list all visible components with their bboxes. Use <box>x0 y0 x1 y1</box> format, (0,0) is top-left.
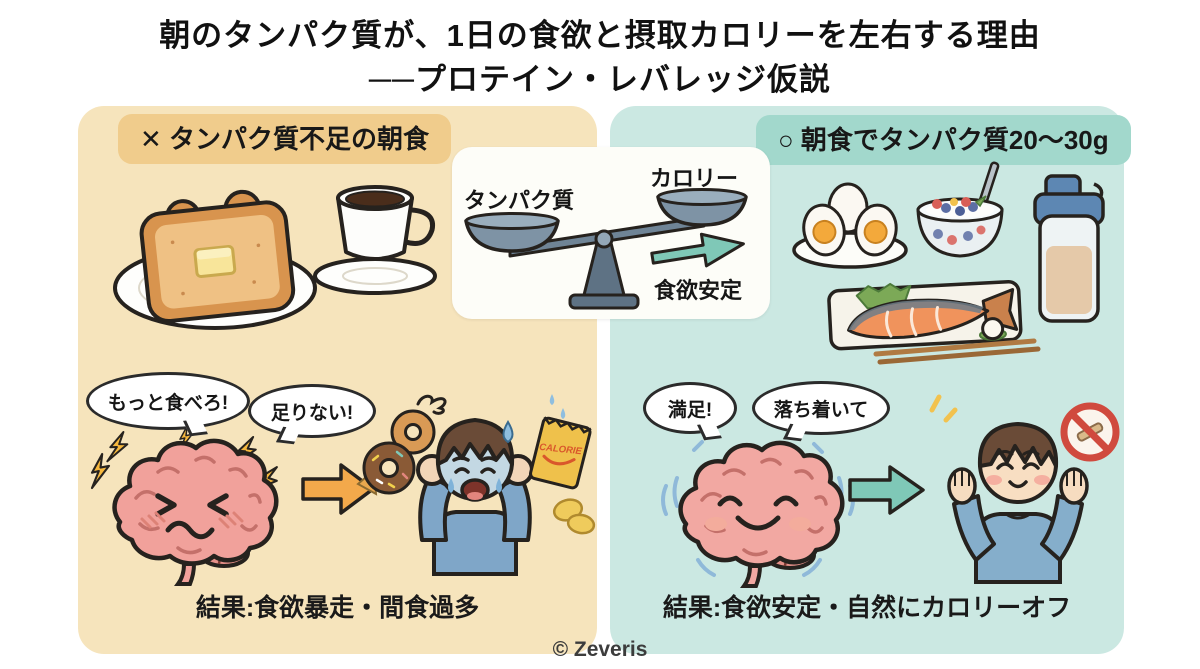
snack-bag-icon: CALORIE <box>529 416 592 490</box>
speech-bubble-not-enough: 足りない! <box>248 384 376 438</box>
coffee-cup-icon <box>313 185 437 295</box>
happy-boy <box>947 422 1089 584</box>
chocolate-donut-icon <box>362 441 416 495</box>
speech-bubble-text: もっと食べろ! <box>107 392 229 414</box>
open-hand <box>947 467 977 505</box>
happy-boy-illustration <box>929 394 1120 584</box>
protein-breakfast-illustration <box>792 161 1105 365</box>
right-scale-pan <box>656 188 748 227</box>
crying-boy <box>416 394 566 576</box>
balance-scale-icon <box>464 188 748 310</box>
right-result-text: 結果:食欲安定・自然にカロリーオフ <box>662 594 1072 622</box>
blush <box>789 517 811 531</box>
snack-bag-label: CALORIE <box>539 442 583 457</box>
right-panel-header: ○ 朝食でタンパク質20〜30g <box>756 115 1131 165</box>
left-scale-pan <box>464 212 560 253</box>
no-snacking-sign-icon <box>1060 402 1120 462</box>
speech-bubble-text: 満足! <box>667 399 713 421</box>
speech-bubble-text: 足りない! <box>270 402 354 424</box>
speech-bubble-text: 落ち着いて <box>773 399 869 421</box>
toast-and-coffee-illustration <box>113 185 437 330</box>
sparkle-icon <box>929 394 958 423</box>
speech-bubble-eat-more: もっと食べろ! <box>86 372 250 430</box>
happy-brain-icon <box>661 440 855 588</box>
title-line2: ──プロテイン・レバレッジ仮説 <box>369 62 831 97</box>
donut-icon <box>390 409 436 455</box>
blush <box>986 475 1002 485</box>
copyright-text: © Zeveris <box>552 638 648 661</box>
speech-bubble-calm: 落ち着いて <box>752 381 890 435</box>
grilled-salmon-plate-icon <box>827 279 1023 351</box>
blush <box>1034 475 1050 485</box>
negative-arrow-icon <box>301 463 375 515</box>
left-panel-header: ✕ タンパク質不足の朝食 <box>118 114 452 164</box>
scale-arrow-label: 食欲安定 <box>654 278 743 303</box>
happy-eyes <box>717 495 799 507</box>
x-eyes <box>155 493 229 517</box>
title-line1: 朝のタンパク質が、1日の食欲と摂取カロリーを左右する理由 <box>159 18 1041 53</box>
toast-icon <box>139 189 296 324</box>
scale-left-label: タンパク質 <box>464 188 575 213</box>
happy-eyes <box>996 462 1040 470</box>
open-hand <box>1059 467 1089 505</box>
chopsticks-icon <box>873 338 1041 365</box>
speech-bubble-satisfied: 満足! <box>643 382 737 434</box>
scale-right-label: カロリー <box>650 166 739 191</box>
protein-shaker-icon <box>1033 174 1105 323</box>
stability-arrow-icon <box>650 232 745 268</box>
chip-icon <box>566 513 596 535</box>
blush <box>705 517 727 531</box>
yogurt-bowl-icon <box>916 161 1004 258</box>
scale-card: タンパク質 カロリー 食欲安定 <box>452 147 770 319</box>
positive-arrow-icon <box>848 465 925 515</box>
boiled-eggs-icon <box>792 182 908 269</box>
left-result-text: 結果:食欲暴走・間食過多 <box>195 594 480 622</box>
stressed-brain-icon <box>90 425 279 586</box>
stressed-boy-illustration: CALORIE <box>356 394 596 576</box>
